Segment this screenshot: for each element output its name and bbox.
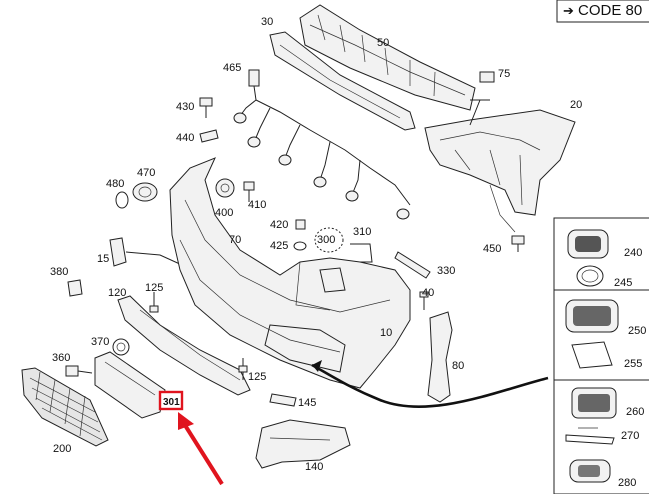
label-465: 465 xyxy=(223,62,241,74)
part-245-shape xyxy=(576,265,604,287)
part-145-clip xyxy=(269,393,297,407)
highlight-label: 301 xyxy=(163,397,180,408)
label-15: 15 xyxy=(97,253,109,265)
part-360-screw xyxy=(65,365,93,377)
label-240: 240 xyxy=(624,247,642,259)
label-310: 310 xyxy=(353,226,371,238)
part-15-bracket xyxy=(109,237,127,267)
label-420: 420 xyxy=(270,219,288,231)
label-330: 330 xyxy=(437,265,455,277)
label-470: 470 xyxy=(137,167,155,179)
code-arrow: ➔ xyxy=(563,3,574,18)
leader-450 xyxy=(489,184,516,233)
label-20: 20 xyxy=(570,99,582,111)
label-30: 30 xyxy=(261,16,273,28)
part-50-absorber xyxy=(299,4,476,111)
part-425-washer xyxy=(293,241,307,251)
part-400-sensor xyxy=(215,178,235,198)
label-250: 250 xyxy=(628,325,646,337)
part-300-group xyxy=(314,227,344,253)
label-480: 480 xyxy=(106,178,124,190)
label-430: 430 xyxy=(176,101,194,113)
red-pointer-arrow xyxy=(178,412,224,486)
label-410: 410 xyxy=(248,199,266,211)
label-245: 245 xyxy=(614,277,632,289)
label-125b: 125 xyxy=(248,371,266,383)
part-125b-clip xyxy=(238,358,248,380)
part-80-bracket xyxy=(427,311,453,403)
part-440-clip xyxy=(199,129,219,143)
label-75: 75 xyxy=(498,68,510,80)
part-465-harness xyxy=(233,69,411,220)
label-140: 140 xyxy=(305,461,323,473)
code-80-box: ➔ CODE 80 xyxy=(556,0,649,23)
part-380-clip xyxy=(67,279,83,297)
label-440: 440 xyxy=(176,132,194,144)
part-20-bracket xyxy=(424,71,576,216)
label-380: 380 xyxy=(50,266,68,278)
label-280: 280 xyxy=(618,477,636,489)
label-300: 300 xyxy=(317,234,335,246)
part-255-shape xyxy=(571,341,613,369)
part-120-lower-strip xyxy=(117,295,251,396)
part-450-bolt xyxy=(511,235,525,252)
part-480-ring xyxy=(115,191,129,209)
part-420-nut xyxy=(295,219,306,230)
label-80: 80 xyxy=(452,360,464,372)
code-text: CODE 80 xyxy=(578,2,642,19)
part-200-grille xyxy=(21,367,109,447)
highlighted-part-301: 301 xyxy=(158,390,184,411)
part-30-strip xyxy=(269,31,416,131)
label-360: 360 xyxy=(52,352,70,364)
part-310-bracket xyxy=(350,243,373,263)
part-470-sensor-holder xyxy=(132,182,158,202)
label-120: 120 xyxy=(108,287,126,299)
license-plate-bracket xyxy=(94,351,166,419)
part-10-bumper-cover xyxy=(169,157,411,389)
label-400: 400 xyxy=(215,207,233,219)
part-430-screw xyxy=(199,97,213,118)
label-450: 450 xyxy=(483,243,501,255)
grille-variants-panel xyxy=(553,217,649,494)
part-330-strip xyxy=(394,251,431,279)
part-140-bracket xyxy=(255,419,351,469)
label-125a: 125 xyxy=(145,282,163,294)
leader-15 xyxy=(125,251,183,266)
label-10: 10 xyxy=(380,327,392,339)
label-425: 425 xyxy=(270,240,288,252)
label-70: 70 xyxy=(229,234,241,246)
label-145: 145 xyxy=(298,397,316,409)
label-255: 255 xyxy=(624,358,642,370)
label-50: 50 xyxy=(377,37,389,49)
grille-insert-arrow xyxy=(311,363,549,408)
label-200: 200 xyxy=(53,443,71,455)
part-270-shape xyxy=(565,434,615,445)
label-40: 40 xyxy=(422,287,434,299)
part-40-bolt xyxy=(419,291,429,310)
label-260: 260 xyxy=(626,406,644,418)
label-370: 370 xyxy=(91,336,109,348)
part-370-ring xyxy=(112,338,130,356)
part-125a-clip xyxy=(149,292,159,313)
part-410-screw xyxy=(243,181,255,202)
label-270: 270 xyxy=(621,430,639,442)
